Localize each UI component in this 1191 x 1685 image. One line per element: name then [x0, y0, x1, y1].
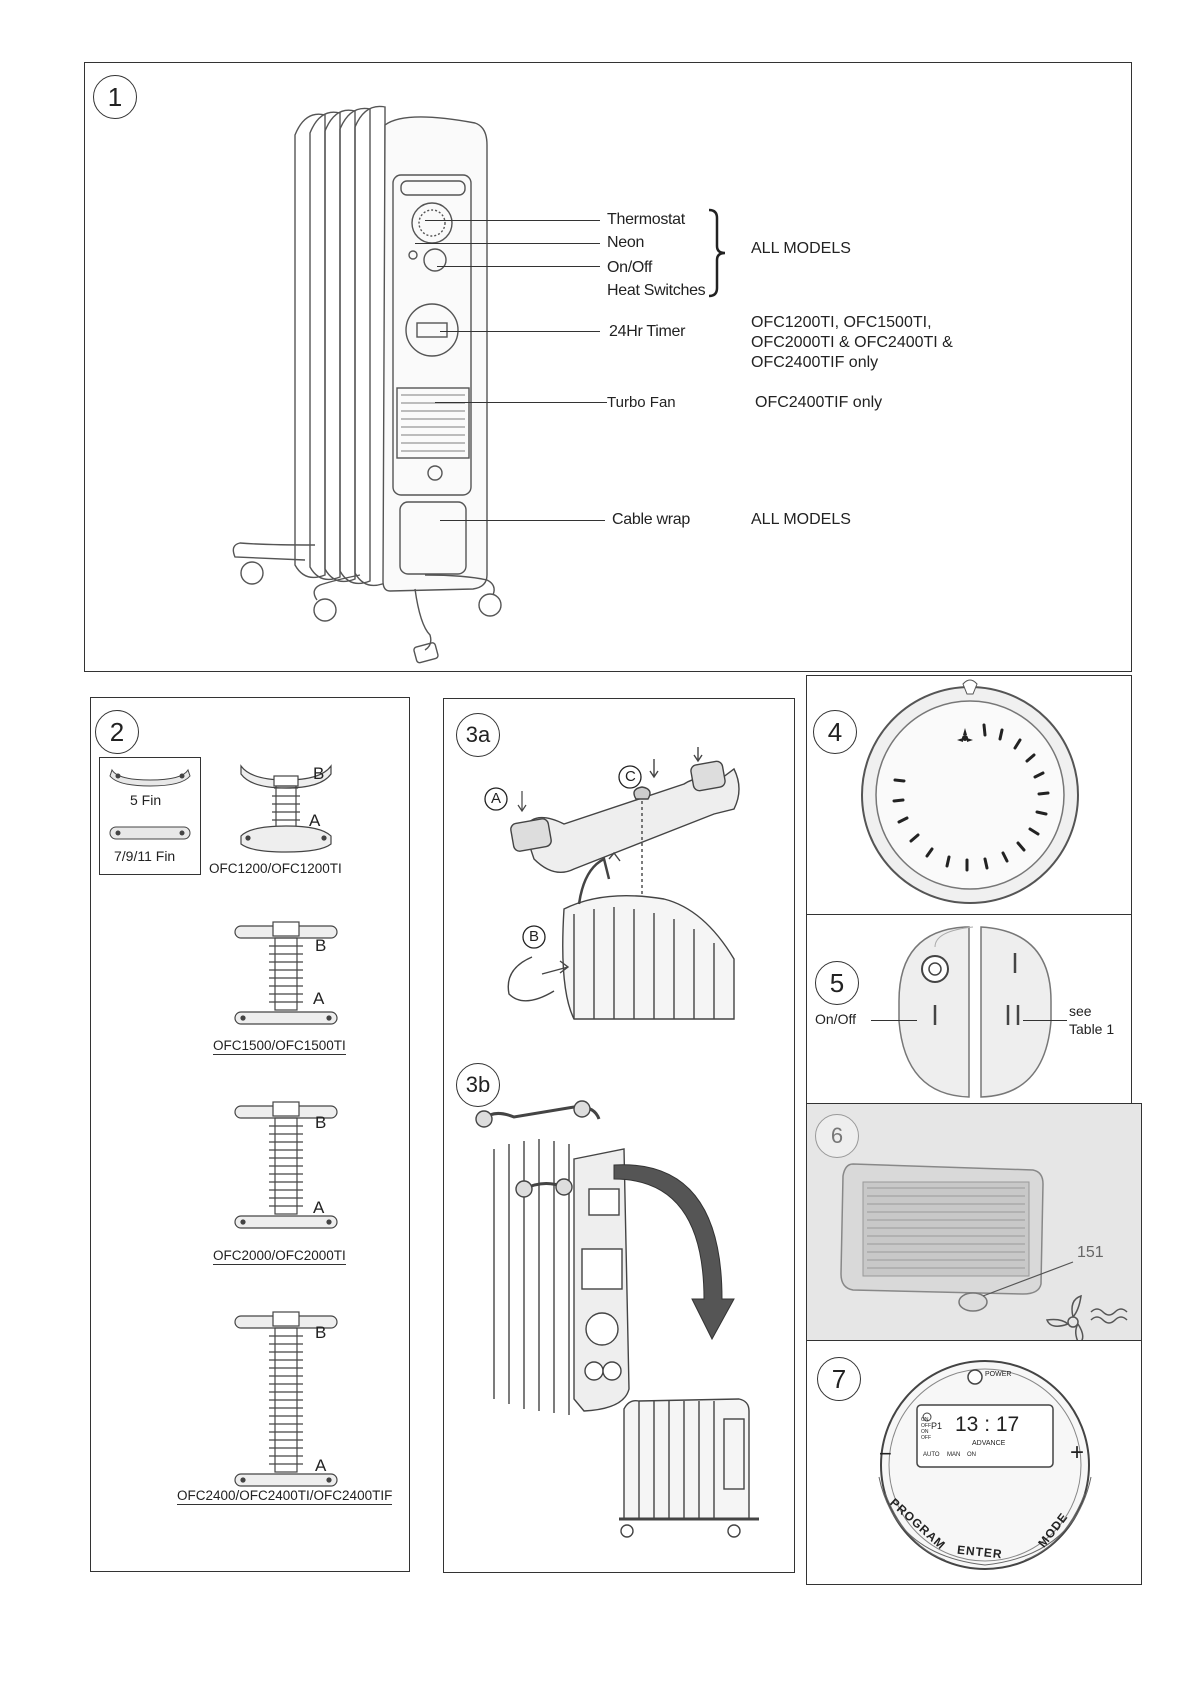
turbo-fan-grille-illustration [840, 1163, 1128, 1346]
leader-neon [415, 243, 600, 244]
label-b: B [313, 764, 325, 783]
seven-fin-bracket-icon [109, 826, 191, 840]
panel-number: 5 [815, 961, 859, 1005]
label-see: see [1069, 1003, 1092, 1019]
five-fin-bracket-icon [109, 768, 191, 787]
panel-number: 2 [95, 710, 139, 754]
note-all-models: ALL MODELS [751, 240, 851, 257]
digital-timer-body-icon [878, 1360, 1092, 1570]
legend-5-fin: 5 Fin [130, 792, 162, 808]
panel-5-switches: 5 On/Off see Table 1 [806, 914, 1132, 1104]
model-label: OFC2000/OFC2000TI [213, 1248, 346, 1265]
program-code: P1 [931, 1421, 943, 1431]
fin-legend: 5 Fin 7/9/11 Fin [99, 757, 201, 875]
minus-button[interactable]: − [879, 1441, 892, 1466]
status-auto: AUTO [923, 1452, 940, 1458]
panel-4-thermostat-dial: 4 [806, 675, 1132, 915]
model-label: OFC1500/OFC1500TI [213, 1038, 346, 1055]
panel-number: 4 [813, 710, 857, 754]
model-label: OFC1200/OFC1200TI [209, 861, 342, 876]
fin-diagram-ofc1500 [234, 921, 338, 1025]
leader-cable-wrap [440, 520, 605, 521]
label-a: A [313, 1198, 325, 1217]
label-onoff: On/Off [607, 259, 653, 276]
heater-upright-illustration [475, 1100, 759, 1538]
status-on: ON [967, 1452, 976, 1458]
power-button-label[interactable]: POWER [985, 1371, 1012, 1378]
note-all-models-cable: ALL MODELS [751, 511, 851, 528]
callout-a: A [491, 790, 502, 807]
panel-3-assembly: 3a A C B 3b [443, 698, 795, 1573]
panel-number-3b: 3b [456, 1063, 500, 1107]
label-turbo-fan: Turbo Fan [607, 394, 676, 411]
panel-6-turbo-fan: 6 151 [806, 1103, 1142, 1346]
note-timer-models-3: OFC2400TIF only [751, 354, 879, 371]
panel-number: 7 [817, 1357, 861, 1401]
status-man: MAN [947, 1452, 961, 1458]
label-a: A [313, 989, 325, 1008]
thermostat-dial-icon [861, 679, 1079, 904]
panel-1-overview: 1 [84, 62, 1132, 672]
side-code-3: ON [921, 1429, 929, 1435]
label-neon: Neon [607, 234, 645, 251]
fin-diagram-ofc2400 [234, 1311, 338, 1487]
leader-timer [440, 331, 600, 332]
timer-time-display: 13 : 17 [955, 1413, 1020, 1436]
leader-onoff [437, 266, 600, 267]
handle-assembly-illustration [484, 747, 740, 1020]
note-timer-models-1: OFC1200TI, OFC1500TI, [751, 314, 932, 331]
label-b: B [315, 936, 327, 955]
brace-icon [708, 208, 726, 298]
callout-c: C [625, 768, 636, 785]
label-heat-switches: Heat Switches [607, 282, 706, 299]
model-label: OFC2400/OFC2400TI/OFC2400TIF [177, 1488, 393, 1505]
leader-see-table [1023, 1020, 1067, 1021]
label-a: A [315, 1456, 327, 1475]
leader-turbo-fan [435, 402, 607, 403]
label-24hr-timer: 24Hr Timer [609, 323, 686, 340]
label-b: B [315, 1113, 327, 1132]
label-thermostat: Thermostat [607, 211, 685, 228]
side-code-2: OFF [921, 1423, 931, 1429]
legend-7-9-11-fin: 7/9/11 Fin [114, 848, 176, 864]
label-a: A [309, 811, 321, 830]
panel-number: 6 [815, 1114, 859, 1158]
label-b: B [315, 1323, 327, 1342]
fin-diagram-ofc2000 [234, 1101, 338, 1229]
panel-number-3a: 3a [456, 713, 500, 757]
leader-thermostat [425, 220, 600, 221]
side-code-4: OFF [921, 1435, 931, 1441]
plus-button[interactable]: + [1070, 1439, 1085, 1466]
turbo-fan-tag: 151 [1077, 1244, 1104, 1261]
label-cable-wrap: Cable wrap [612, 511, 690, 528]
label-onoff: On/Off [815, 1011, 856, 1027]
note-fan-models: OFC2400TIF only [755, 394, 883, 411]
panel-number: 1 [93, 75, 137, 119]
panel-7-timer: 7 POWER 13 : 17 P1 ADVANCE AUTO MAN ON O… [806, 1340, 1142, 1585]
leader-onoff [871, 1020, 917, 1021]
heat-switches-icon [898, 926, 1052, 1098]
advance-label: ADVANCE [972, 1440, 1006, 1447]
oil-heater-illustration [232, 105, 502, 664]
side-code-1: ON [921, 1417, 929, 1423]
callout-b: B [529, 928, 540, 945]
panel-2-fins: 2 5 Fin 7/9/11 Fin B A OFC1200/OFC1200TI [90, 697, 410, 1572]
note-timer-models-2: OFC2000TI & OFC2400TI & [751, 334, 953, 351]
label-table-1: Table 1 [1069, 1021, 1115, 1037]
fin-diagram-ofc1200 [240, 764, 332, 853]
